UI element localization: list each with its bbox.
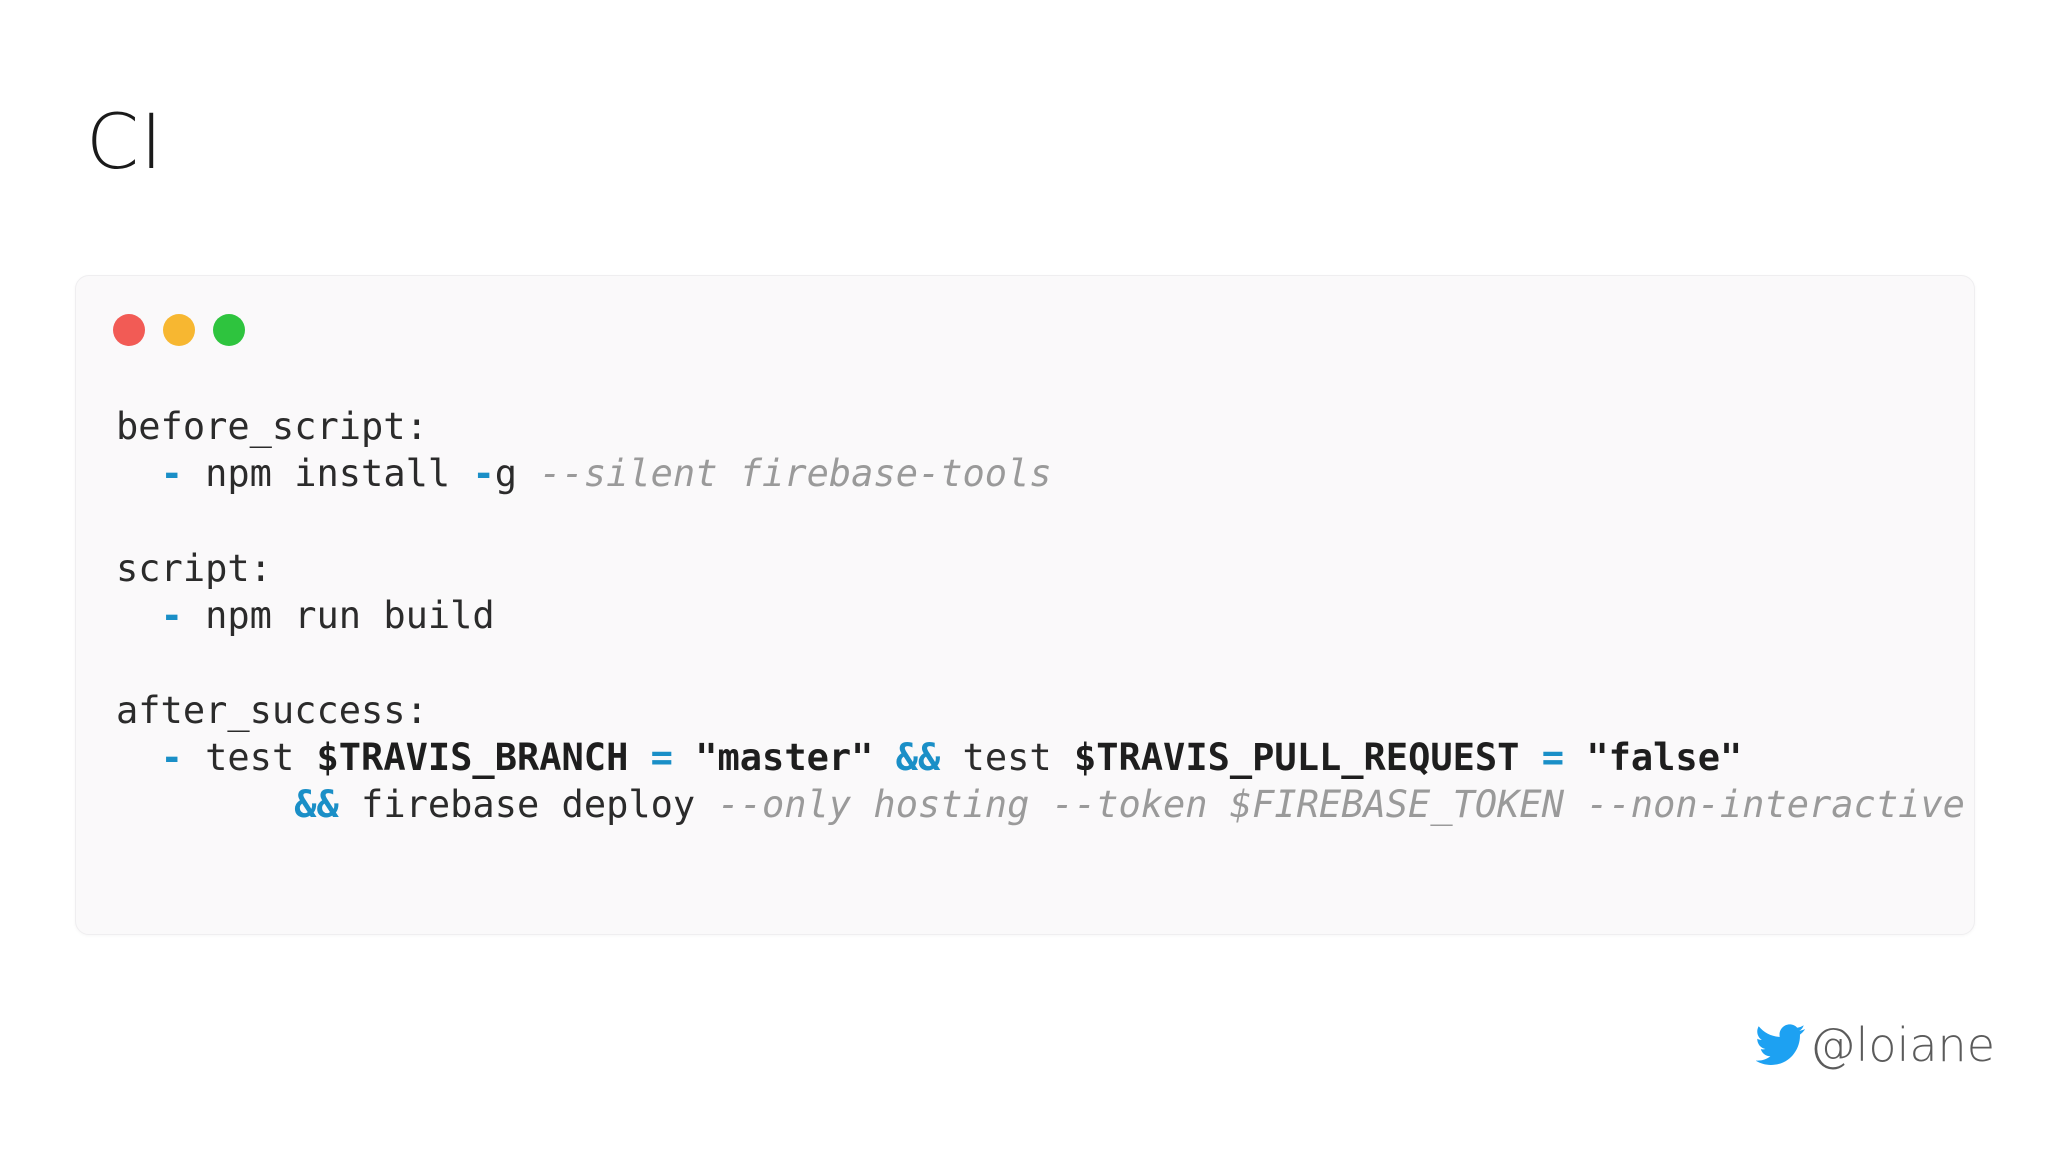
code-text xyxy=(116,594,161,637)
code-line xyxy=(116,639,1965,686)
code-text xyxy=(873,736,895,779)
code-line: - npm run build xyxy=(116,592,1965,639)
code-text xyxy=(116,452,161,495)
code-block: before_script: - npm install -g --silent… xyxy=(116,403,1965,829)
code-line: after_success: xyxy=(116,687,1965,734)
slide-title: CI xyxy=(86,97,164,186)
operator: && xyxy=(294,783,339,827)
code-line: script: xyxy=(116,545,1965,592)
code-text xyxy=(116,783,294,826)
code-window: before_script: - npm install -g --silent… xyxy=(75,275,1975,935)
code-text: test xyxy=(940,736,1074,780)
operator: = xyxy=(650,736,673,780)
code-text xyxy=(673,736,695,779)
list-dash: - xyxy=(160,452,183,496)
code-text xyxy=(628,736,650,779)
operator: = xyxy=(1541,736,1565,780)
list-dash: - xyxy=(472,452,495,496)
code-text: test xyxy=(182,736,317,780)
code-text: g xyxy=(494,452,540,496)
twitter-bird-icon xyxy=(1755,1024,1806,1066)
handle-text: @loiane xyxy=(1809,1018,1995,1072)
code-line: && firebase deploy --only hosting --toke… xyxy=(116,781,1965,828)
author-handle: @loiane xyxy=(1755,1018,1995,1072)
minimize-window-button[interactable] xyxy=(163,314,195,346)
code-text: after_success: xyxy=(116,688,428,732)
string-literal: "master" xyxy=(695,736,874,780)
code-line: - test $TRAVIS_BRANCH = "master" && test… xyxy=(116,734,1965,781)
code-line: - npm install -g --silent firebase-tools xyxy=(116,450,1965,497)
close-window-button[interactable] xyxy=(113,314,145,346)
code-line xyxy=(116,498,1965,545)
code-text: npm run build xyxy=(182,594,495,638)
window-controls xyxy=(113,314,245,346)
code-text: script: xyxy=(116,546,272,590)
cli-flag: --only hosting --token $FIREBASE_TOKEN -… xyxy=(717,783,1965,827)
code-line: before_script: xyxy=(116,403,1965,450)
code-text: firebase deploy xyxy=(338,783,718,827)
string-literal: "false" xyxy=(1586,736,1743,780)
env-variable: $TRAVIS_PULL_REQUEST xyxy=(1073,736,1520,780)
env-variable: $TRAVIS_BRANCH xyxy=(316,736,629,780)
code-text xyxy=(1519,736,1541,779)
list-dash: - xyxy=(160,736,183,780)
maximize-window-button[interactable] xyxy=(213,314,245,346)
code-text xyxy=(116,736,161,779)
operator: && xyxy=(895,736,941,780)
code-text: before_script: xyxy=(116,405,428,448)
cli-flag: --silent firebase-tools xyxy=(539,452,1052,496)
code-text xyxy=(1564,736,1586,779)
code-text: npm install xyxy=(182,452,473,496)
list-dash: - xyxy=(160,594,183,638)
